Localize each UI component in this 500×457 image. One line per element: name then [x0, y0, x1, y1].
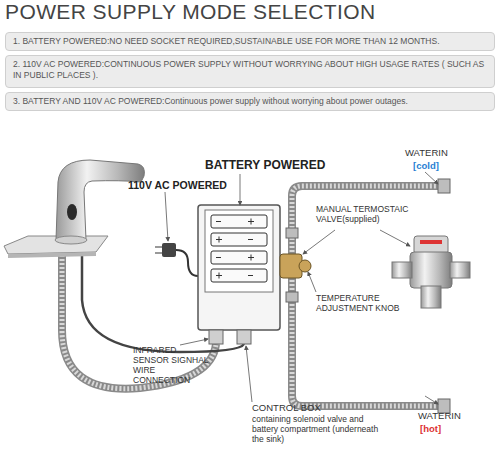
control-box: [198, 205, 280, 330]
inlet-label: [cold]: [413, 160, 463, 171]
leader-line: [165, 192, 168, 241]
callout-label: BATTERY POWERED: [205, 158, 345, 172]
diagram-title: POWER SUPPLY MODE SELECTION: [5, 0, 376, 24]
valve-photo: [392, 236, 470, 308]
valve-port: [392, 262, 412, 278]
inlet-label: WATERIN: [405, 147, 475, 158]
faucet-foot: [55, 236, 87, 244]
base-plate-edge: [8, 252, 96, 258]
polarity-symbol: [216, 237, 253, 243]
battery: [211, 233, 267, 246]
fitting: [237, 330, 251, 344]
plug-prong: [155, 252, 162, 254]
leader-line: [425, 396, 438, 404]
inlet-label: [hot]: [420, 423, 470, 434]
callout-label: 110V AC POWERED: [128, 179, 238, 191]
band-text: 2. 110V AC POWERED:CONTINUOUS POWER SUPP…: [13, 59, 487, 81]
leader-line: [240, 174, 241, 205]
callout-label: INFRARED SENSOR SIGNHAL WIRE CONNECTION: [133, 345, 211, 385]
hose-nut: [286, 228, 298, 238]
callout-label: MANUAL TERMOSTAIC VALVE(supplied): [316, 204, 411, 224]
leader-line: [246, 346, 252, 402]
valve-body: [410, 252, 452, 288]
battery: [211, 251, 267, 264]
hot-hose: [292, 276, 440, 406]
valve-port: [450, 262, 470, 278]
leader-line: [308, 272, 316, 292]
polarity-symbol: [216, 273, 253, 279]
battery: [211, 269, 267, 282]
band-text: 3. BATTERY AND 110V AC POWERED:Continuou…: [13, 96, 487, 107]
batteries: [211, 215, 267, 282]
sensor-window: [67, 204, 77, 220]
hose-braid: [292, 276, 440, 406]
valve-cap: [414, 236, 448, 254]
battery: [211, 215, 267, 228]
callout-label: CONTROL BOX: [252, 402, 372, 413]
valve-port: [421, 286, 441, 308]
hose-nut: [438, 179, 450, 193]
base-plate: [4, 236, 108, 254]
mode-band: 2. 110V AC POWERED:CONTINUOUS POWER SUPP…: [5, 55, 495, 88]
power-cord: [176, 250, 198, 276]
plug-prong: [155, 246, 162, 248]
polarity-symbol: [216, 255, 254, 261]
mode-band: 1. BATTERY POWERED:NO NEED SOCKET REQUIR…: [5, 32, 495, 51]
leader-line: [380, 230, 410, 246]
valve-cap-mark: [420, 240, 442, 244]
faucet-body: [56, 160, 144, 240]
fitting: [209, 330, 223, 344]
leader-line: [303, 230, 335, 254]
battery-compartment: [205, 210, 273, 292]
polarity-symbol: [216, 219, 254, 225]
inlet-label: WATERIN: [418, 410, 488, 421]
plug: [162, 243, 176, 257]
band-text: 1. BATTERY POWERED:NO NEED SOCKET REQUIR…: [13, 36, 487, 47]
callout-label: TEMPERATURE ADJUSTMENT KNOB: [316, 293, 406, 313]
adjustment-knob: [299, 260, 311, 272]
leader-lines: [165, 172, 438, 404]
leader-line: [180, 339, 208, 345]
callout-note: containing solenoid valve and battery co…: [252, 414, 380, 444]
mode-band: 3. BATTERY AND 110V AC POWERED:Continuou…: [5, 92, 495, 111]
leader-line: [425, 172, 438, 184]
hose-nut: [286, 292, 298, 302]
